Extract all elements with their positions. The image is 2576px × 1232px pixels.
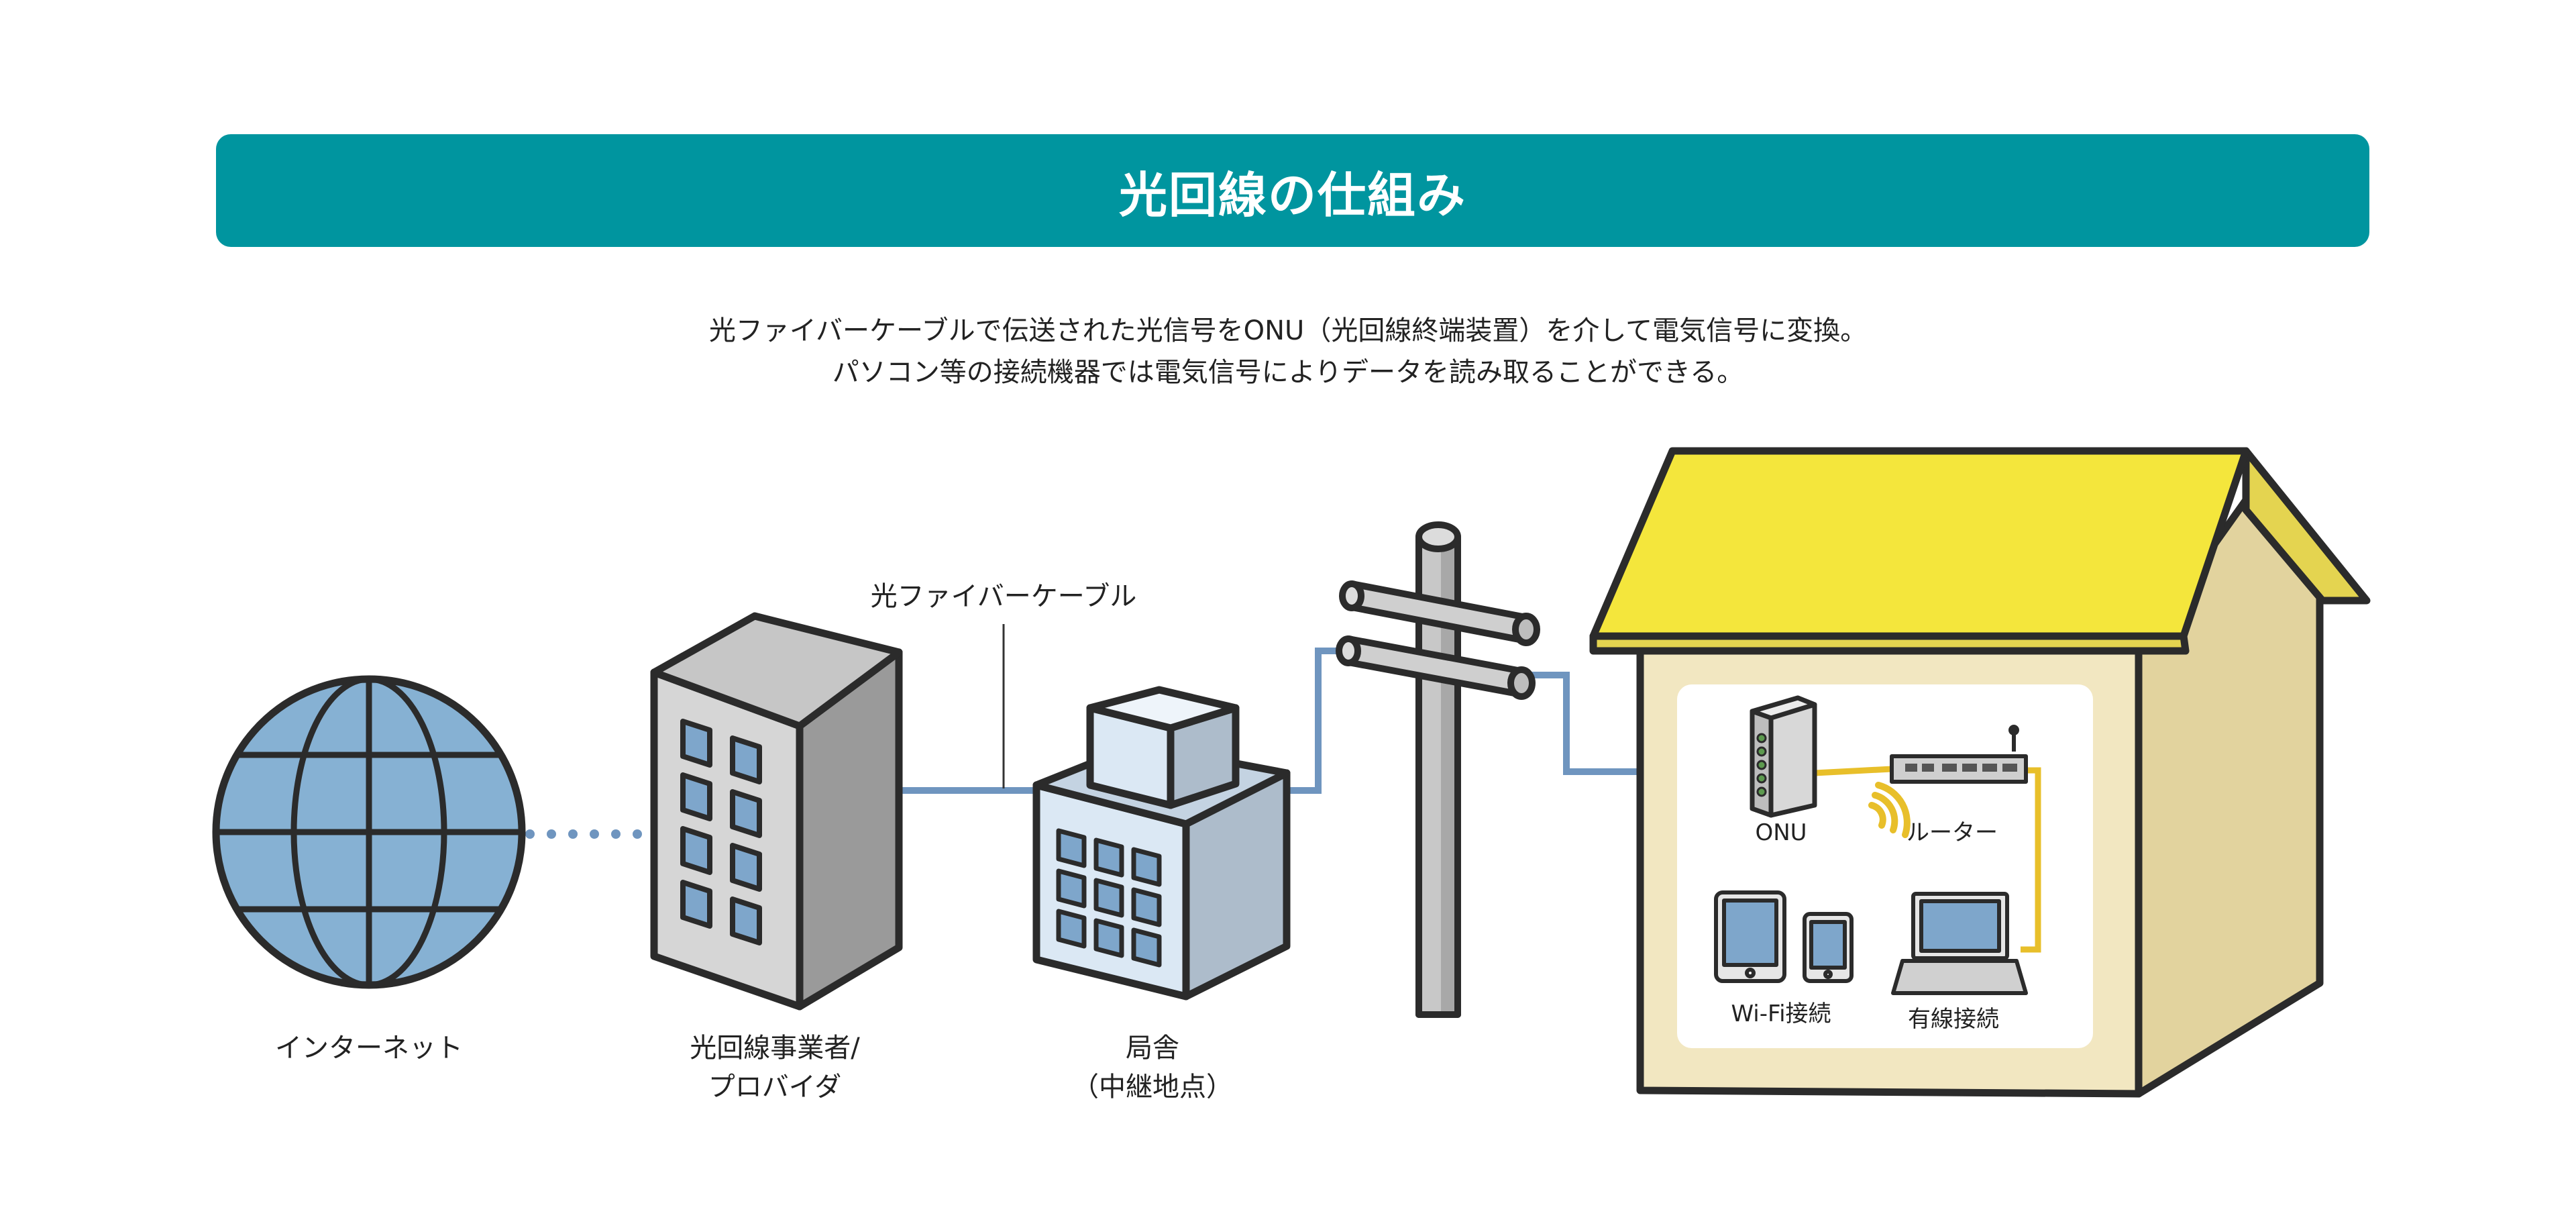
wifi-waves-icon bbox=[1868, 782, 1911, 838]
label-provider-line-2: プロバイダ bbox=[708, 1072, 841, 1102]
label-station-line-2: （中継地点） bbox=[1072, 1072, 1233, 1102]
smartphone-icon bbox=[1803, 912, 1854, 983]
ethernet-cable-router-laptop bbox=[2021, 767, 2041, 953]
label-internet: インターネット bbox=[275, 1033, 463, 1064]
page-title: 光回線の仕組み bbox=[1118, 166, 1466, 223]
fiber-cable-station-pole bbox=[1287, 648, 1358, 794]
label-onu: ONU bbox=[1755, 819, 1807, 846]
label-fiber-cable: 光ファイバーケーブル bbox=[871, 581, 1137, 612]
description: 光ファイバーケーブルで伝送された光信号をONU（光回線終端装置）を介して電気信号… bbox=[0, 310, 2576, 393]
router-device-icon bbox=[1890, 725, 2028, 784]
label-router: ルーター bbox=[1907, 819, 1998, 846]
label-wired: 有線接続 bbox=[1908, 1006, 1999, 1033]
utility-pole-icon bbox=[1336, 521, 1540, 1018]
tablet-icon bbox=[1714, 890, 1786, 983]
label-station-line-1: 局舎 bbox=[1126, 1033, 1179, 1064]
dotted-link-internet-provider bbox=[525, 829, 642, 839]
ethernet-cable-onu-router bbox=[1814, 766, 1892, 776]
provider-building-icon bbox=[650, 612, 903, 1011]
station-building-icon bbox=[1032, 686, 1291, 1000]
description-line-1: 光ファイバーケーブルで伝送された光信号をONU（光回線終端装置）を介して電気信号… bbox=[708, 315, 1868, 346]
label-provider-line-1: 光回線事業者/ bbox=[690, 1033, 860, 1064]
onu-device-icon bbox=[1750, 695, 1817, 818]
globe-icon bbox=[212, 675, 526, 989]
title-banner: 光回線の仕組み bbox=[216, 134, 2369, 247]
description-line-2: パソコン等の接続機器では電気信号によりデータを読み取ることができる。 bbox=[832, 357, 1744, 388]
label-wifi: Wi-Fi接続 bbox=[1731, 1000, 1831, 1027]
laptop-icon bbox=[1891, 892, 2028, 995]
